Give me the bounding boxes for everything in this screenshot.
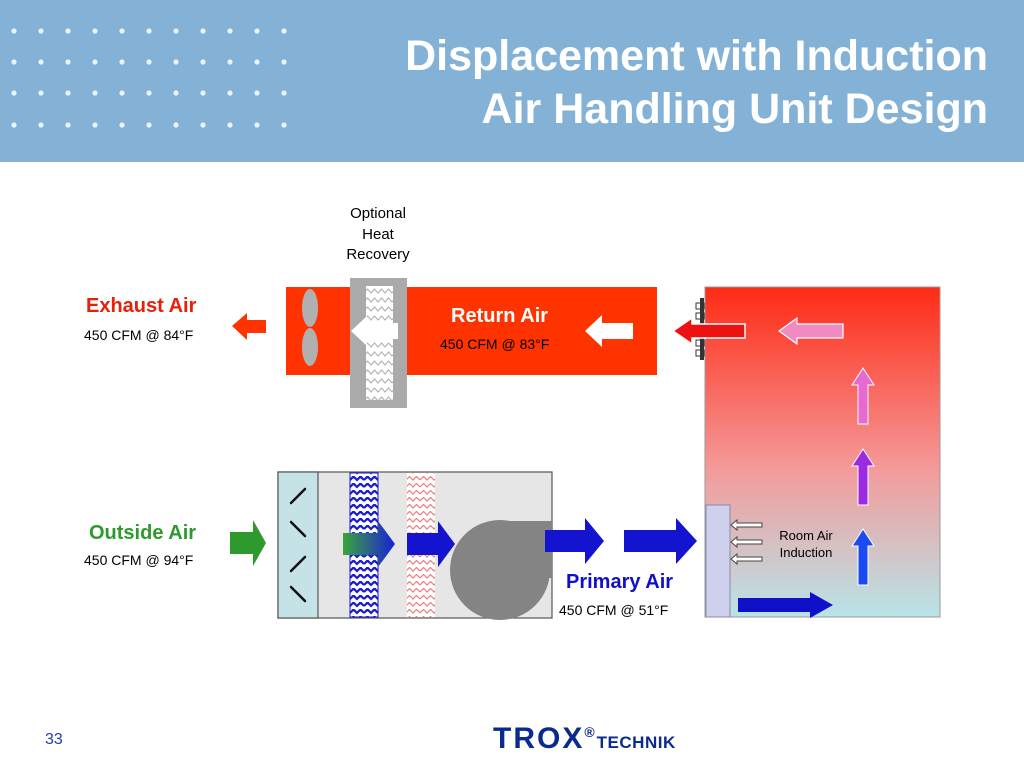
exhaust-air-label: Exhaust Air bbox=[86, 295, 197, 317]
page-title: Displacement with Induction Air Handling… bbox=[405, 30, 988, 136]
exhaust-air-spec: 450 CFM @ 84°F bbox=[84, 327, 194, 343]
room-air-induction-label: Room Air Induction bbox=[779, 528, 833, 560]
return-arrow-icon bbox=[671, 316, 746, 346]
title-line-2: Air Handling Unit Design bbox=[481, 85, 988, 133]
supply-arrow-icon bbox=[545, 518, 604, 564]
outside-air-label: Outside Air bbox=[89, 522, 197, 544]
induction-arrow-icon bbox=[730, 518, 763, 566]
damper-section bbox=[277, 471, 319, 619]
outside-air-spec: 450 CFM @ 94°F bbox=[84, 552, 194, 568]
room-space bbox=[704, 286, 941, 618]
header-band: Displacement with Induction Air Handling… bbox=[0, 0, 1024, 162]
fan-blade-icon bbox=[302, 289, 318, 366]
room-air-arrow-icon bbox=[851, 367, 875, 425]
title-line-1: Displacement with Induction bbox=[405, 32, 988, 80]
return-arrow-icon bbox=[351, 316, 398, 346]
supply-arrow-icon bbox=[343, 521, 395, 567]
room-air-arrow-icon bbox=[777, 316, 844, 346]
supply-arrow-icon bbox=[407, 521, 455, 567]
decorative-dots-icon bbox=[11, 28, 287, 128]
blower-icon bbox=[450, 520, 552, 620]
trox-logo: TROX®TECHNIK bbox=[493, 722, 676, 755]
heat-wheel-icon bbox=[350, 278, 407, 408]
damper-icon bbox=[289, 487, 307, 603]
return-air-spec: 450 CFM @ 83°F bbox=[440, 336, 550, 352]
supply-arrow-icon bbox=[624, 518, 697, 564]
displacement-diffuser-icon bbox=[705, 504, 731, 618]
return-air-label: Return Air bbox=[451, 305, 549, 327]
displacement-supply-arrow-icon bbox=[738, 592, 833, 618]
return-arrow-icon bbox=[585, 315, 633, 347]
exhaust-arrow-icon bbox=[232, 313, 266, 340]
page-number: 33 bbox=[45, 731, 63, 748]
primary-air-spec: 450 CFM @ 51°F bbox=[559, 602, 669, 618]
heat-recovery-label: Optional Heat Recovery bbox=[346, 205, 410, 263]
room-air-arrow-icon bbox=[851, 448, 875, 506]
outside-air-arrow-icon bbox=[230, 520, 266, 566]
primary-air-label: Primary Air bbox=[566, 571, 674, 593]
room-air-arrow-icon bbox=[851, 528, 875, 586]
